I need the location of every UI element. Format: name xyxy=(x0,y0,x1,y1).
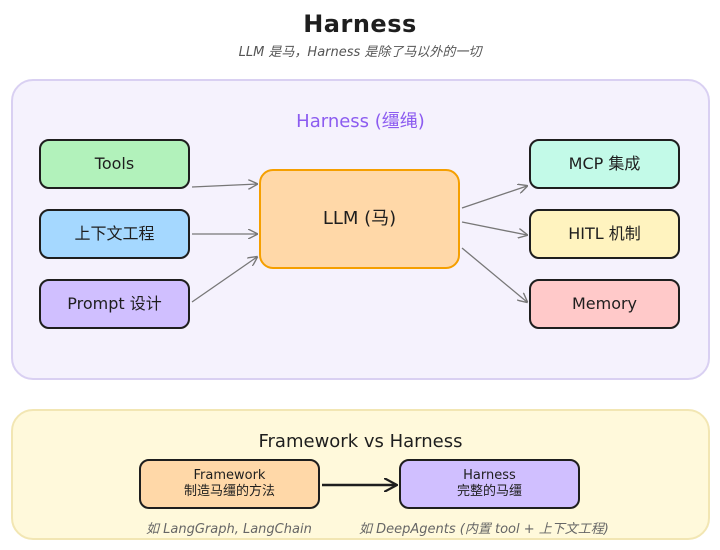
harness-node-desc: 完整的马缰 xyxy=(456,484,522,499)
tools-node: Tools xyxy=(39,139,190,189)
memory-node: Memory xyxy=(529,279,680,329)
harness-examples: 如 DeepAgents (内置 tool + 上下文工程) xyxy=(359,522,609,537)
framework-node: Framework 制造马缰的方法 xyxy=(139,459,320,509)
harness-panel-title: Harness (缰绳) xyxy=(296,111,425,132)
arrow-llm-to-hitl xyxy=(461,221,527,235)
arrow-llm-to-mcp xyxy=(461,186,527,209)
framework-examples: 如 LangGraph, LangChain xyxy=(146,522,312,537)
page-title: Harness xyxy=(303,10,417,38)
framework-vs-harness-title: Framework vs Harness xyxy=(258,431,463,452)
framework-node-desc: 制造马缰的方法 xyxy=(183,484,275,499)
harness-node: Harness 完整的马缰 xyxy=(399,459,580,509)
page-subtitle: LLM 是马，Harness 是除了马以外的一切 xyxy=(238,45,482,60)
arrow-tools-to-llm xyxy=(191,184,257,187)
hitl-node: HITL 机制 xyxy=(529,209,680,259)
arrow-prompt-to-llm xyxy=(191,257,257,303)
context-engineering-node: 上下文工程 xyxy=(39,209,190,259)
framework-vs-harness-panel xyxy=(11,409,710,540)
arrow-llm-to-memory xyxy=(461,247,527,302)
prompt-design-node: Prompt 设计 xyxy=(39,279,190,329)
llm-node: LLM (马) xyxy=(259,169,460,269)
mcp-node: MCP 集成 xyxy=(529,139,680,189)
framework-node-name: Framework xyxy=(193,467,266,483)
harness-node-name: Harness xyxy=(463,467,516,483)
